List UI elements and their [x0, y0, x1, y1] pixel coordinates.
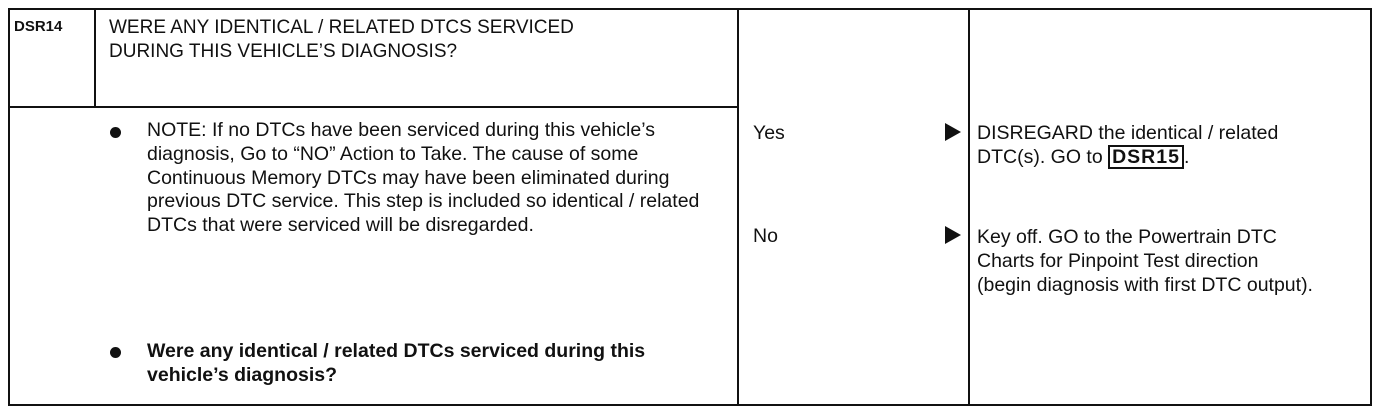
- bullet-icon: [110, 347, 121, 358]
- bullet-icon: [110, 127, 121, 138]
- action-yes: DISREGARD the identical / related DTC(s)…: [977, 121, 1317, 169]
- result-yes-label: Yes: [753, 122, 785, 144]
- note-text: NOTE: If no DTCs have been serviced duri…: [147, 119, 700, 237]
- diagnostic-step-table: [8, 8, 1372, 406]
- divider-test-result: [737, 10, 739, 404]
- step-link-dsr15[interactable]: DSR15: [1108, 145, 1184, 169]
- result-no-label: No: [753, 225, 778, 247]
- divider-title-body: [10, 106, 739, 108]
- action-no: Key off. GO to the Powertrain DTC Charts…: [977, 226, 1313, 296]
- step-id: DSR14: [14, 18, 63, 35]
- step-title: WERE ANY IDENTICAL / RELATED DTCS SERVIC…: [109, 17, 574, 62]
- divider-result-action: [968, 10, 970, 404]
- divider-id-title: [94, 10, 96, 108]
- question-text: Were any identical / related DTCs servic…: [147, 340, 646, 386]
- arrow-right-icon: [945, 226, 961, 244]
- action-yes-period: .: [1183, 146, 1190, 168]
- arrow-right-icon: [945, 123, 961, 141]
- action-yes-text: DISREGARD the identical / related DTC(s)…: [977, 122, 1279, 168]
